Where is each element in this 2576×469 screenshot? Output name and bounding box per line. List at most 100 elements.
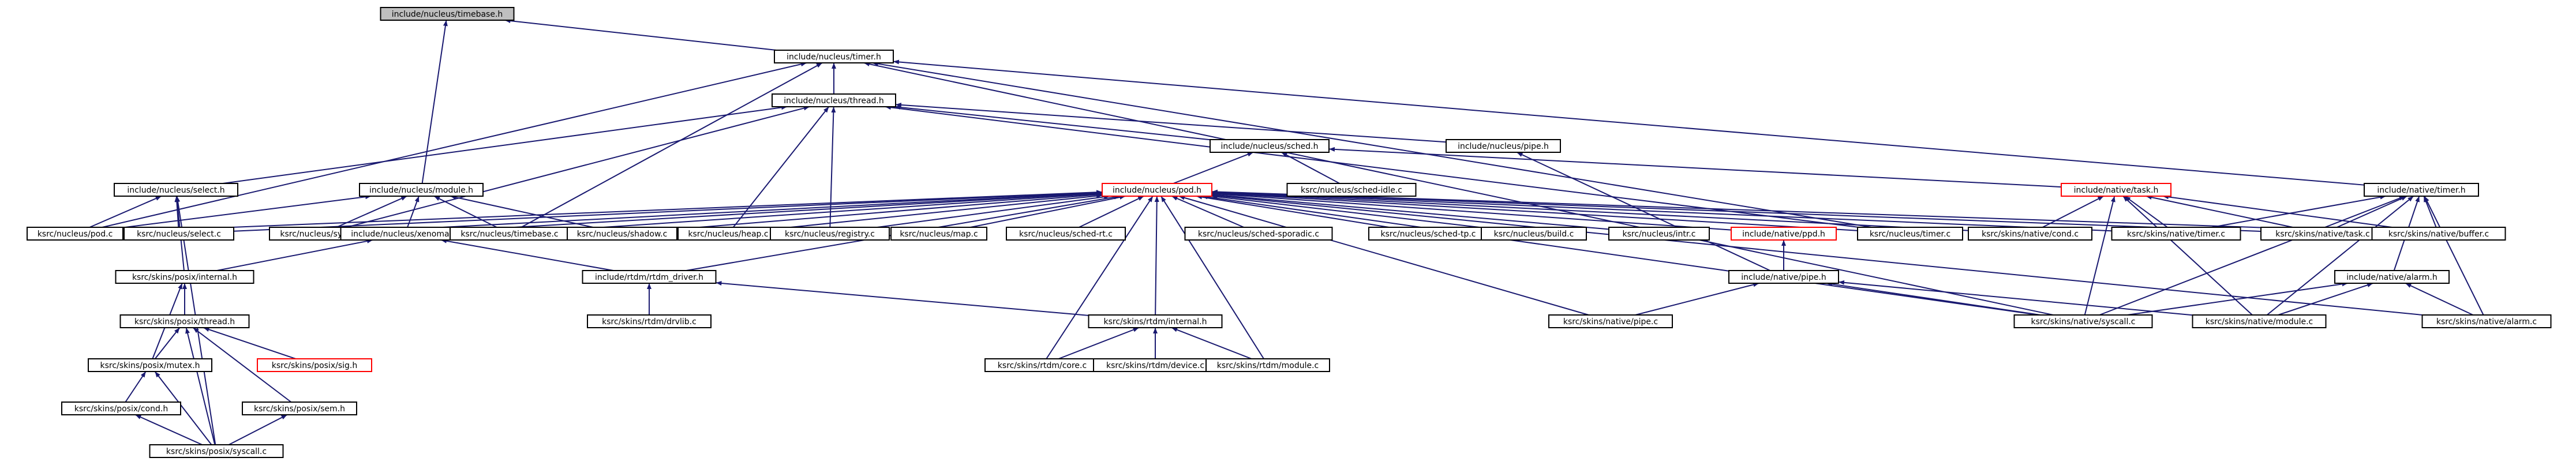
graph-node-rtdm-core-c[interactable]: ksrc/skins/rtdm/core.c: [984, 358, 1100, 372]
node-box: [380, 7, 515, 21]
node-box: [2371, 227, 2506, 241]
graph-node-build-c[interactable]: ksrc/nucleus/build.c: [1481, 227, 1587, 241]
node-label: ksrc/nucleus/registry.c: [785, 230, 875, 239]
dependency-edge-posix_syscall_c-to-posix_mutex_h: [154, 371, 212, 445]
graph-node-rtdm-device-c[interactable]: ksrc/skins/rtdm/device.c: [1093, 358, 1218, 372]
graph-node-native-module-c[interactable]: ksrc/skins/native/module.c: [2192, 314, 2327, 328]
dependency-edge-native_timer_c-to-native_timer_h: [2211, 194, 2386, 228]
dependency-edge-native_module_c-to-native_alarm_h: [2278, 283, 2373, 316]
graph-node-select-h[interactable]: include/nucleus/select.h: [114, 183, 238, 197]
dependency-edge-timer_c-to-pod_h: [1211, 191, 1858, 231]
dependency-edge-posix_mutex_h-to-posix_thread_h: [154, 327, 181, 359]
node-label: include/native/alarm.h: [2346, 273, 2437, 282]
dependency-edge-module_h-to-timebase_h: [421, 20, 448, 184]
node-label: ksrc/nucleus/sched-sporadic.c: [1198, 230, 1319, 239]
node-label: ksrc/skins/posix/sem.h: [254, 404, 345, 414]
node-box: [1481, 227, 1587, 241]
graph-node-native-task-h[interactable]: include/native/task.h: [2061, 183, 2171, 197]
dependency-edge-native_alarm_c-to-native_timer_h: [2424, 196, 2484, 316]
dependency-edge-map_c-to-pod_h: [970, 195, 1126, 228]
graph-node-posix-thread-h[interactable]: ksrc/skins/posix/thread.h: [119, 314, 250, 328]
node-label: ksrc/nucleus/pod.c: [38, 230, 113, 239]
node-box: [359, 183, 484, 197]
node-box: [2421, 314, 2552, 328]
graph-node-pod-h[interactable]: include/nucleus/pod.h: [1102, 183, 1212, 197]
node-label: ksrc/skins/posix/internal.h: [132, 273, 237, 282]
node-box: [114, 183, 238, 197]
node-box: [1608, 227, 1710, 241]
dependency-edge-posix_sig_h-to-posix_thread_h: [203, 327, 296, 359]
graph-node-pod-c[interactable]: ksrc/nucleus/pod.c: [27, 227, 123, 241]
node-label: ksrc/skins/posix/mutex.h: [100, 361, 200, 370]
node-label: ksrc/skins/native/pipe.c: [1563, 317, 1658, 327]
graph-node-pipe-nuc-h[interactable]: include/nucleus/pipe.h: [1446, 139, 1561, 153]
graph-node-native-pipe-h[interactable]: include/native/pipe.h: [1728, 270, 1839, 284]
node-label: ksrc/nucleus/shadow.c: [577, 230, 668, 239]
dependency-edge-timer_c-to-thread_h: [885, 105, 1859, 228]
graph-node-sched-sporadic-c[interactable]: ksrc/nucleus/sched-sporadic.c: [1184, 227, 1333, 241]
dependency-edge-timer_h-to-timebase_h: [504, 18, 777, 51]
dependency-edge-native_cond_c-to-pod_h: [1211, 190, 1969, 231]
dependency-edge-synch_c-to-pod_h: [374, 190, 1103, 232]
graph-node-native-timer-h[interactable]: include/native/timer.h: [2364, 183, 2479, 197]
node-box: [27, 227, 123, 241]
graph-node-select-c[interactable]: ksrc/nucleus/select.c: [123, 227, 234, 241]
dependency-edge-native_syscall_c-to-native_alarm_h: [2127, 282, 2348, 316]
graph-node-native-task-c[interactable]: ksrc/skins/native/task.c: [2260, 227, 2385, 241]
graph-node-native-timer-c[interactable]: ksrc/skins/native/timer.c: [2111, 227, 2241, 241]
dependency-edge-native_buffer_c-to-pod_h: [1211, 189, 2372, 232]
graph-node-native-cond-c[interactable]: ksrc/skins/native/cond.c: [1968, 227, 2092, 241]
graph-node-timer-h[interactable]: include/nucleus/timer.h: [774, 50, 894, 63]
graph-node-native-alarm-c[interactable]: ksrc/skins/native/alarm.c: [2421, 314, 2552, 328]
graph-node-rtdm-driver-h[interactable]: include/rtdm/rtdm_driver.h: [582, 270, 717, 284]
node-label: ksrc/nucleus/sched-tp.c: [1380, 230, 1476, 239]
graph-node-native-alarm-h[interactable]: include/native/alarm.h: [2334, 270, 2450, 284]
graph-node-posix-mutex-h[interactable]: ksrc/skins/posix/mutex.h: [88, 358, 212, 372]
node-box: [88, 358, 212, 372]
graph-node-map-c[interactable]: ksrc/nucleus/map.c: [890, 227, 987, 241]
graph-node-timebase-h[interactable]: include/nucleus/timebase.h: [380, 7, 515, 21]
graph-node-thread-h[interactable]: include/nucleus/thread.h: [772, 93, 896, 107]
dependency-edge-native_buffer_c-to-native_timer_h: [2423, 196, 2437, 228]
graph-node-posix-sig-h[interactable]: ksrc/skins/posix/sig.h: [257, 358, 372, 372]
graph-node-registry-c[interactable]: ksrc/nucleus/registry.c: [770, 227, 890, 241]
graph-node-rtdm-module-c[interactable]: ksrc/skins/rtdm/module.c: [1205, 358, 1330, 372]
node-label: include/nucleus/pipe.h: [1458, 142, 1549, 151]
node-box: [890, 227, 987, 241]
node-label: ksrc/skins/native/timer.c: [2127, 230, 2225, 239]
graph-node-sched-rt-c[interactable]: ksrc/nucleus/sched-rt.c: [1006, 227, 1126, 241]
dependency-edge-rtdm_internal_h-to-pod_h: [1154, 196, 1159, 316]
graph-node-posix-sem-h[interactable]: ksrc/skins/posix/sem.h: [242, 402, 357, 415]
graph-node-intr-c[interactable]: ksrc/nucleus/intr.c: [1608, 227, 1710, 241]
node-label: include/rtdm/rtdm_driver.h: [595, 273, 703, 282]
dependency-edge-rtdm_module_c-to-rtdm_internal_h: [1171, 327, 1252, 359]
graph-node-sched-h[interactable]: include/nucleus/sched.h: [1210, 139, 1330, 153]
dependency-edge-sched_sporadic_c-to-pod_h: [1171, 196, 1244, 228]
graph-node-timer-c[interactable]: ksrc/nucleus/timer.c: [1857, 227, 1963, 241]
node-box: [774, 50, 894, 63]
graph-node-native-ppd-h[interactable]: include/native/ppd.h: [1731, 227, 1837, 241]
graph-node-heap-c[interactable]: ksrc/nucleus/heap.c: [677, 227, 779, 241]
graph-node-posix-syscall-c[interactable]: ksrc/skins/posix/syscall.c: [149, 444, 284, 458]
dependency-edge-build_c-to-pod_h: [1211, 194, 1482, 228]
dependency-edge-native_pipe_h-to-pipe_nuc_h: [1517, 152, 1770, 271]
graph-node-timebase-c[interactable]: ksrc/nucleus/timebase.c: [450, 227, 570, 241]
node-label: include/nucleus/module.h: [369, 186, 473, 195]
graph-node-rtdm-internal-h[interactable]: ksrc/skins/rtdm/internal.h: [1088, 314, 1223, 328]
node-box: [567, 227, 677, 241]
graph-node-shadow-c[interactable]: ksrc/nucleus/shadow.c: [567, 227, 677, 241]
node-box: [2111, 227, 2241, 241]
graph-node-native-buffer-c[interactable]: ksrc/skins/native/buffer.c: [2371, 227, 2506, 241]
graph-node-drvlib-c[interactable]: ksrc/skins/rtdm/drvlib.c: [587, 314, 712, 328]
graph-node-native-pipe-c[interactable]: ksrc/skins/native/pipe.c: [1548, 314, 1673, 328]
dependency-edge-native_syscall_c-to-native_timer_h: [2099, 196, 2406, 316]
graph-node-native-syscall-c[interactable]: ksrc/skins/native/syscall.c: [2013, 314, 2153, 328]
node-box: [2334, 270, 2450, 284]
graph-node-sched-idle-c[interactable]: ksrc/nucleus/sched-idle.c: [1286, 183, 1417, 197]
graph-node-sched-tp-c[interactable]: ksrc/nucleus/sched-tp.c: [1368, 227, 1488, 241]
graph-node-posix-internal-h[interactable]: ksrc/skins/posix/internal.h: [115, 270, 254, 284]
graph-node-posix-cond-h[interactable]: ksrc/skins/posix/cond.h: [61, 402, 181, 415]
node-label: ksrc/skins/native/cond.c: [1982, 230, 2079, 239]
graph-node-module-h[interactable]: include/nucleus/module.h: [359, 183, 484, 197]
